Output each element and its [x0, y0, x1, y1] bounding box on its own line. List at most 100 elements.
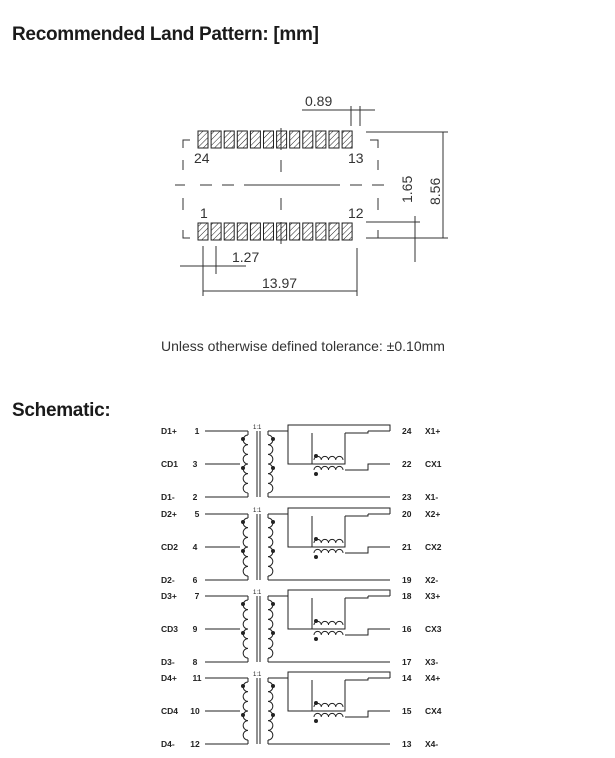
choke-winding — [313, 712, 344, 718]
pin-label-left: D4+ — [161, 673, 177, 683]
transformer-winding — [242, 434, 249, 494]
land-pattern-drawing: 0.89 1.27 13.97 1.65 8.56 24 13 1 12 — [175, 93, 448, 296]
pad-top — [315, 130, 327, 149]
wire — [287, 424, 391, 431]
pin-label-right: CX1 — [425, 459, 442, 469]
wire — [345, 678, 369, 681]
land-pattern-title: Recommended Land Pattern: [mm] — [12, 24, 319, 45]
polarity-dot — [241, 549, 245, 553]
pin-label-left: D2+ — [161, 509, 177, 519]
polarity-dot — [271, 631, 275, 635]
wire — [345, 546, 390, 554]
pin-number-right: 17 — [402, 657, 412, 667]
turns-ratio: 1:1 — [253, 425, 262, 431]
choke-winding — [313, 630, 344, 636]
pin-label-right: X3- — [425, 657, 438, 667]
pin-label-right: CX2 — [425, 542, 442, 552]
turns-ratio: 1:1 — [253, 508, 262, 514]
polarity-dot — [314, 619, 318, 623]
pad-bottom — [341, 222, 353, 241]
dim-pitch — [180, 246, 246, 274]
transformer-winding — [267, 517, 274, 577]
wire — [287, 596, 312, 630]
wire — [287, 431, 312, 465]
pad-top — [223, 130, 235, 149]
polarity-dot — [241, 684, 245, 688]
polarity-dot — [271, 684, 275, 688]
wire — [287, 507, 391, 514]
pin-number-right: 21 — [402, 542, 412, 552]
pin-label-right: X3+ — [425, 591, 440, 601]
pin-number-left: 11 — [193, 673, 202, 683]
choke-winding — [313, 465, 344, 471]
choke-winding — [313, 702, 344, 708]
dim-pad-height-label: 1.65 — [399, 176, 415, 203]
transformer-winding — [242, 681, 249, 741]
pin-label-left: D2- — [161, 575, 175, 585]
pin-number-right: 18 — [402, 591, 412, 601]
dim-pad-width-label: 0.89 — [305, 93, 332, 109]
pad-bottom — [249, 222, 261, 241]
dim-pitch-label: 1.27 — [232, 249, 259, 265]
polarity-dot — [314, 637, 318, 641]
wire — [287, 514, 312, 548]
pin-number-left: 6 — [193, 575, 198, 585]
wire — [345, 431, 369, 434]
wire — [345, 596, 369, 599]
wire — [311, 680, 346, 712]
pin-label-right: X2+ — [425, 509, 440, 519]
pin-label-left: D3+ — [161, 591, 177, 601]
wire — [311, 433, 346, 465]
pin-number-right: 24 — [402, 426, 412, 436]
polarity-dot — [241, 520, 245, 524]
polarity-dot — [241, 713, 245, 717]
polarity-dot — [271, 713, 275, 717]
pin-number-right: 14 — [402, 673, 412, 683]
wire — [345, 628, 390, 636]
pin-number-left: 4 — [193, 542, 198, 552]
transformer-winding — [267, 434, 274, 494]
dim-span — [202, 248, 358, 296]
polarity-dot — [271, 437, 275, 441]
choke-winding — [313, 620, 344, 626]
pin-label-24: 24 — [194, 150, 210, 166]
transformer-winding — [267, 681, 274, 741]
pin-label-left: CD1 — [161, 459, 178, 469]
pad-top — [197, 130, 209, 149]
transformer-winding — [267, 599, 274, 659]
choke-winding — [313, 455, 344, 461]
pin-label-left: D1- — [161, 492, 175, 502]
polarity-dot — [314, 701, 318, 705]
wire — [287, 671, 391, 678]
pin-label-13: 13 — [348, 150, 364, 166]
pin-label-right: X4+ — [425, 673, 440, 683]
pad-row-top — [197, 130, 353, 149]
wire — [287, 589, 391, 596]
pin-number-left: 2 — [193, 492, 198, 502]
dim-pad-width — [302, 106, 375, 126]
pad-top — [289, 130, 301, 149]
pin-label-right: X2- — [425, 575, 438, 585]
pin-label-left: CD4 — [161, 706, 178, 716]
choke-winding — [313, 548, 344, 554]
wire — [345, 514, 369, 517]
wire — [345, 710, 390, 718]
polarity-dot — [314, 555, 318, 559]
pad-top — [341, 130, 353, 149]
tolerance-note: Unless otherwise defined tolerance: ±0.1… — [161, 338, 445, 354]
pin-label-right: CX3 — [425, 624, 442, 634]
pad-bottom — [315, 222, 327, 241]
pad-top — [328, 130, 340, 149]
polarity-dot — [271, 466, 275, 470]
polarity-dot — [314, 537, 318, 541]
polarity-dot — [271, 602, 275, 606]
pin-label-right: CX4 — [425, 706, 442, 716]
pin-number-left: 5 — [195, 509, 200, 519]
polarity-dot — [314, 472, 318, 476]
pad-top — [210, 130, 222, 149]
pin-number-left: 8 — [193, 657, 198, 667]
center-lines — [175, 128, 384, 244]
